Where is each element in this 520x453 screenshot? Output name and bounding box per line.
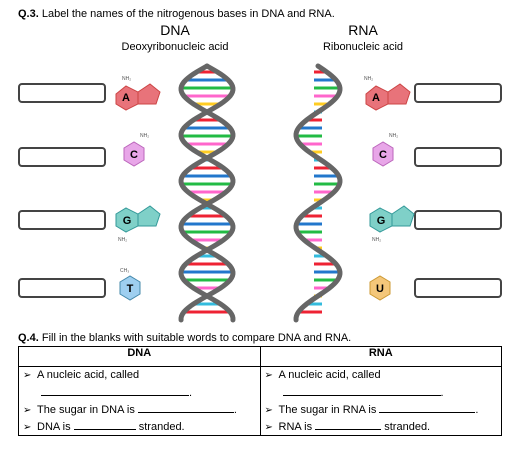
dna-nucleic-text: A nucleic acid, called	[37, 369, 140, 381]
rna-strand-suffix: stranded.	[384, 421, 431, 433]
dna-answer-box-g[interactable]	[18, 210, 106, 230]
question-4-number: Q.4.	[18, 332, 39, 344]
rna-strand-blank[interactable]	[315, 418, 382, 430]
rna-nucleic-text: A nucleic acid, called	[278, 369, 381, 381]
dna-title: DNA	[160, 22, 190, 38]
rna-base-a-letter: A	[372, 92, 380, 104]
rna-subtitle: Ribonucleic acid	[322, 41, 404, 53]
base-molecules: A NH₂ C NH₂ G NH₂ T CH₃ A NH₂ C NH₂ G NH…	[115, 63, 415, 323]
rna-base-c-icon: C NH₂	[372, 133, 398, 167]
rna-sugar-text: The sugar in RNA is	[278, 404, 377, 416]
dna-base-g-icon: G NH₂	[115, 205, 161, 243]
dna-sugar-text: The sugar in DNA is	[37, 404, 135, 416]
rna-base-u-icon: U	[369, 275, 391, 301]
rna-base-a-icon: A NH₂	[364, 76, 411, 111]
rna-nucleic-blank[interactable]	[282, 384, 441, 396]
dna-base-c-icon: C NH₂	[123, 133, 149, 167]
helix-backbone	[178, 63, 236, 323]
dna-strand-blank[interactable]	[73, 418, 136, 430]
dna-answer-box-a[interactable]	[18, 83, 106, 103]
question-3-text: Label the names of the nitrogenous bases…	[41, 8, 335, 20]
dna-double-helix-icon	[178, 63, 236, 323]
rna-single-helix-icon	[293, 63, 343, 323]
rna-base-u-letter: U	[376, 283, 384, 295]
dna-sugar-blank[interactable]	[137, 401, 234, 413]
rna-answer-box-a[interactable]	[414, 83, 502, 103]
rna-cell: ➢A nucleic acid, called . ➢The sugar in …	[259, 366, 502, 436]
rna-answer-box-g[interactable]	[414, 210, 502, 230]
dna-cell: ➢A nucleic acid, called . ➢The sugar in …	[18, 366, 261, 436]
dna-base-a-icon: A NH₂	[115, 76, 161, 111]
svg-text:NH₂: NH₂	[140, 133, 149, 139]
comparison-table: DNA RNA ➢A nucleic acid, called . ➢The s…	[18, 346, 502, 436]
dna-answer-box-t[interactable]	[18, 278, 106, 298]
dna-base-t-letter: T	[127, 283, 134, 295]
dna-base-c-letter: C	[130, 149, 138, 161]
svg-text:NH₂: NH₂	[122, 76, 131, 82]
dna-base-t-icon: T CH₃	[119, 268, 141, 301]
helix-backbone	[293, 63, 343, 323]
dna-subtitle: Deoxyribonucleic acid	[121, 41, 229, 53]
svg-text:NH₂: NH₂	[364, 76, 373, 82]
svg-text:NH₂: NH₂	[118, 237, 127, 243]
rna-base-g-letter: G	[377, 215, 386, 227]
svg-text:NH₂: NH₂	[372, 237, 381, 243]
helix-backbone	[178, 63, 236, 323]
dna-base-g-letter: G	[123, 215, 132, 227]
rna-base-c-letter: C	[379, 149, 387, 161]
question-3: Q.3. Label the names of the nitrogenous …	[18, 8, 335, 20]
question-3-number: Q.3.	[18, 8, 39, 20]
question-4: Q.4. Fill in the blanks with suitable wo…	[18, 332, 351, 344]
dna-strand-text: DNA is	[37, 421, 71, 433]
svg-text:NH₂: NH₂	[389, 133, 398, 139]
rna-column-header: RNA	[259, 346, 502, 367]
rna-sugar-blank[interactable]	[379, 401, 476, 413]
rna-answer-box-c[interactable]	[414, 147, 502, 167]
svg-text:CH₃: CH₃	[120, 268, 129, 274]
dna-answer-box-c[interactable]	[18, 147, 106, 167]
rna-title: RNA	[348, 22, 378, 38]
question-4-text: Fill in the blanks with suitable words t…	[41, 332, 352, 344]
rna-answer-box-u[interactable]	[414, 278, 502, 298]
rna-base-g-icon: G NH₂	[369, 205, 415, 243]
dna-base-a-letter: A	[122, 92, 130, 104]
rna-strand-text: RNA is	[278, 421, 313, 433]
dna-strand-suffix: stranded.	[138, 421, 185, 433]
dna-column-header: DNA	[18, 346, 261, 367]
dna-nucleic-blank[interactable]	[41, 384, 189, 396]
